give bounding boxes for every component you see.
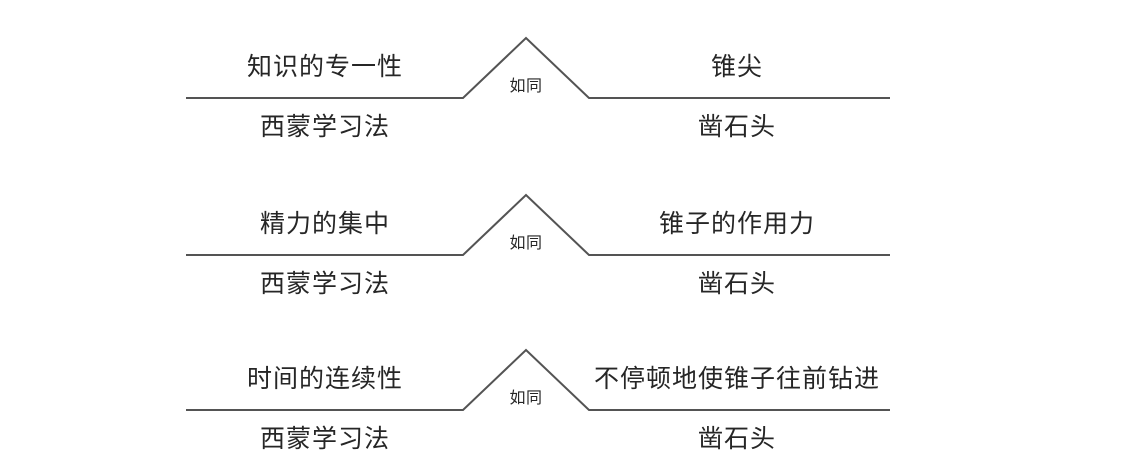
analogy-row: 时间的连续性 西蒙学习法 如同 不停顿地使锥子往前钻进 凿石头 [0,346,1126,476]
fraction-rule-with-peak [186,193,890,256]
right-numerator: 锥子的作用力 [658,209,815,238]
left-denominator: 西蒙学习法 [259,269,390,298]
fraction-rule-with-peak [186,36,890,99]
rule-path [186,193,890,256]
analogy-row: 精力的集中 西蒙学习法 如同 锥子的作用力 凿石头 [0,191,1126,321]
right-numerator: 不停顿地使锥子往前钻进 [593,364,880,393]
right-denominator: 凿石头 [697,112,776,141]
left-numerator: 时间的连续性 [246,364,403,393]
connector-label: 如同 [509,76,543,95]
connector-label: 如同 [509,388,543,407]
rule-path [186,348,890,411]
left-denominator: 西蒙学习法 [259,112,390,141]
left-denominator: 西蒙学习法 [259,424,390,453]
left-numerator: 精力的集中 [259,209,390,238]
left-numerator: 知识的专一性 [246,52,403,81]
right-denominator: 凿石头 [697,424,776,453]
connector-label: 如同 [509,233,543,252]
rule-path [186,36,890,99]
fraction-rule-with-peak [186,348,890,411]
analogy-row: 知识的专一性 西蒙学习法 如同 锥尖 凿石头 [0,34,1126,164]
right-denominator: 凿石头 [697,269,776,298]
right-numerator: 锥尖 [710,52,763,81]
